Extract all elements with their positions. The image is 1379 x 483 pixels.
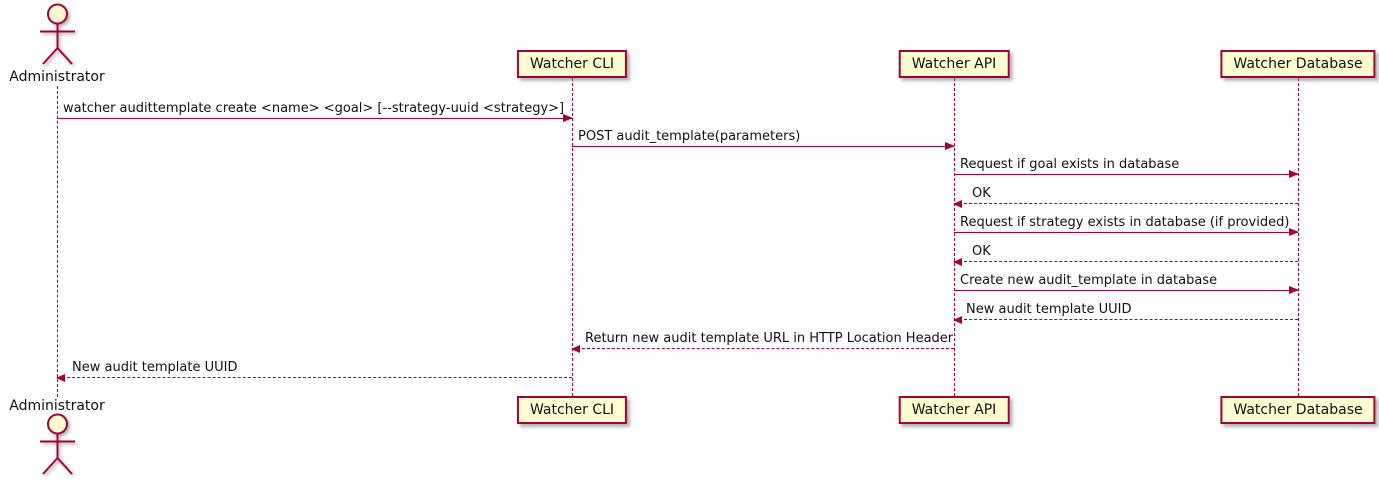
message-arrow [953, 199, 1298, 208]
arrowhead-left-icon [571, 344, 580, 353]
participant-watcher-cli-top: Watcher CLI [516, 50, 628, 78]
message-label: OK [972, 186, 991, 201]
message-label: Create new audit_template in database [960, 273, 1218, 288]
message-arrow [57, 114, 573, 122]
message-arrow [953, 315, 1298, 324]
arrowhead-right-icon [945, 142, 955, 150]
message-arrow [954, 286, 1299, 294]
actor-administrator-icon [40, 413, 75, 475]
lifeline-watcher-database [1298, 78, 1299, 396]
message-arrow [954, 170, 1299, 178]
arrowhead-left-icon [953, 199, 962, 208]
message-label: watcher audittemplate create <name> <goa… [63, 101, 565, 116]
participant-watcher-cli-bottom: Watcher CLI [516, 396, 628, 424]
arrowhead-left-icon [953, 257, 962, 266]
message-arrow [572, 142, 955, 150]
participant-watcher-database-top: Watcher Database [1220, 50, 1376, 78]
actor-administrator-icon [40, 3, 75, 65]
arrowhead-right-icon [1289, 228, 1299, 236]
message-arrow [56, 373, 572, 382]
actor-label-bottom: Administrator [9, 398, 105, 414]
message-label: New audit template UUID [72, 360, 238, 375]
arrowhead-right-icon [563, 114, 573, 122]
message-label: OK [972, 244, 991, 259]
message-arrow [953, 257, 1298, 266]
message-label: POST audit_template(parameters) [578, 129, 801, 144]
participant-watcher-api-top: Watcher API [898, 50, 1010, 78]
message-label: Return new audit template URL in HTTP Lo… [585, 331, 954, 346]
participant-watcher-database-bottom: Watcher Database [1220, 396, 1376, 424]
message-arrow [571, 344, 954, 353]
participant-watcher-api-bottom: Watcher API [898, 396, 1010, 424]
message-label: Request if goal exists in database [960, 157, 1180, 172]
lifeline-watcher-api [954, 78, 955, 396]
lifeline-administrator [57, 86, 58, 397]
arrowhead-right-icon [1289, 286, 1299, 294]
lifeline-watcher-cli [572, 78, 573, 396]
arrowhead-left-icon [56, 373, 65, 382]
arrowhead-left-icon [953, 315, 962, 324]
message-arrow [954, 228, 1299, 236]
arrowhead-right-icon [1289, 170, 1299, 178]
actor-label-top: Administrator [9, 69, 105, 85]
message-label: New audit template UUID [966, 302, 1132, 317]
message-label: Request if strategy exists in database (… [960, 215, 1290, 230]
